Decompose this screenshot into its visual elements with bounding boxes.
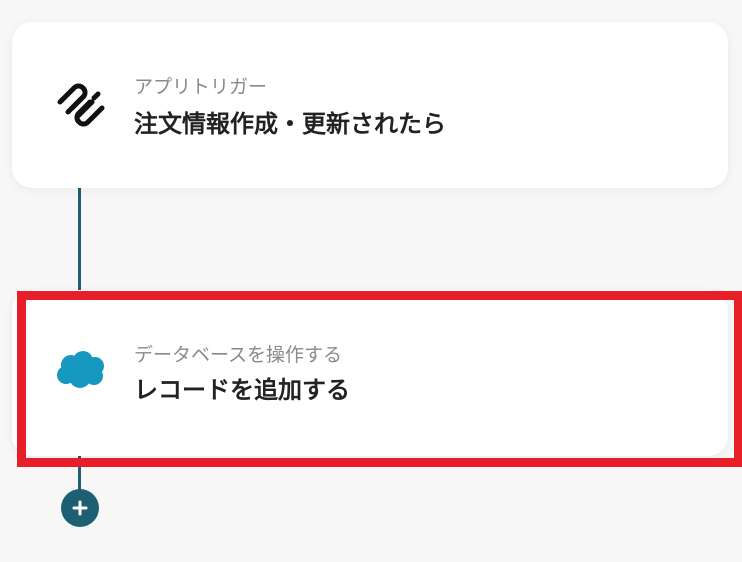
squarespace-logo-icon (54, 78, 108, 132)
trigger-step-title: 注文情報作成・更新されたら (134, 110, 446, 138)
add-step-button[interactable] (61, 489, 99, 527)
plus-icon (72, 500, 88, 516)
flow-connector-line (78, 188, 81, 290)
action-step-card[interactable]: データベースを操作する レコードを追加する (12, 290, 728, 456)
trigger-step-subtitle: アプリトリガー (134, 76, 268, 98)
salesforce-cloud-icon (54, 344, 108, 398)
trigger-step-card[interactable]: アプリトリガー 注文情報作成・更新されたら (12, 22, 728, 188)
action-step-subtitle: データベースを操作する (134, 344, 343, 366)
flow-connector-line (78, 456, 81, 490)
action-step-title: レコードを追加する (134, 376, 350, 404)
